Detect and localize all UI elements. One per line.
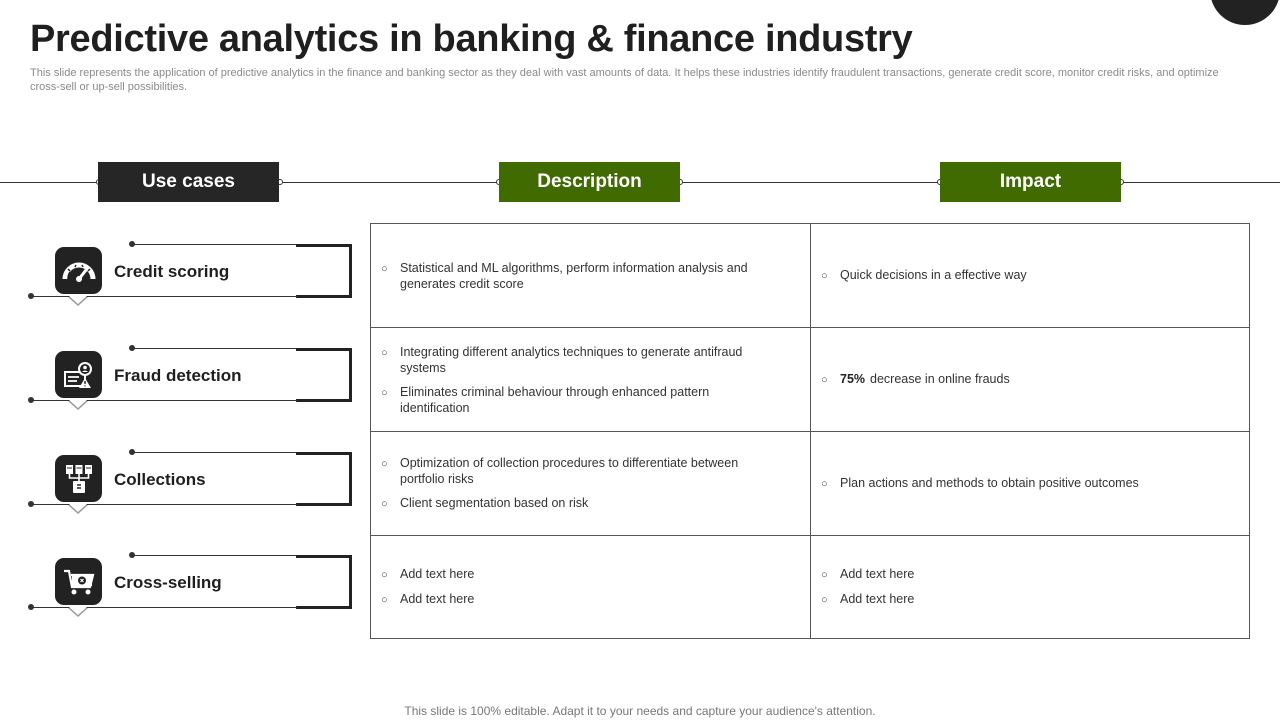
- list-item: ○ Statistical and ML algorithms, perform …: [381, 260, 770, 292]
- list-item: ○ Add text here: [381, 591, 770, 608]
- page-subtitle: This slide represents the application of…: [30, 67, 1219, 93]
- bullet-text: Plan actions and methods to obtain posit…: [840, 476, 1139, 490]
- row-divider: [371, 535, 1249, 536]
- impact-cell: ○ 75% decrease in online frauds: [811, 328, 1249, 431]
- connector-line: [132, 348, 300, 349]
- use-case-label: Cross-selling: [114, 573, 222, 592]
- bullet-text: Quick decisions in a effective way: [840, 268, 1027, 282]
- use-case-credit-scoring: Credit scoring: [28, 241, 352, 306]
- bullet-text: Integrating different analytics techniqu…: [400, 344, 743, 375]
- fraud-detection-icon: [55, 351, 102, 398]
- connector-line: [30, 400, 298, 401]
- row-divider: [371, 431, 1249, 432]
- bracket-frame: [296, 244, 352, 298]
- description-cell: ○ Optimization of collection procedures t…: [371, 432, 810, 535]
- header-use-cases: Use cases: [98, 162, 279, 202]
- impact-cell: ○ Add text here ○ Add text here: [811, 536, 1249, 638]
- bracket-frame: [296, 452, 352, 506]
- list-item: ○ Plan actions and methods to obtain posi…: [821, 475, 1209, 492]
- bracket-frame: [296, 348, 352, 402]
- pointer-triangle: [68, 296, 88, 306]
- header-description: Description: [499, 162, 680, 202]
- use-case-label: Collections: [114, 470, 206, 489]
- pointer-triangle: [68, 504, 88, 514]
- list-item: ○ Quick decisions in a effective way: [821, 267, 1209, 284]
- connector-line: [132, 244, 300, 245]
- bullet-text: Add text here: [400, 567, 475, 581]
- list-item: ○ Integrating different analytics techniq…: [381, 344, 770, 376]
- bullet-text: decrease in online frauds: [870, 372, 1010, 386]
- description-cell: ○ Integrating different analytics techniq…: [371, 328, 810, 431]
- list-item: ○ Add text here: [821, 591, 1209, 608]
- page-title: Predictive analytics in banking & financ…: [30, 18, 913, 60]
- bullet-circle-icon: ○: [381, 386, 388, 399]
- connector-dot: [28, 604, 34, 610]
- use-case-label: Credit scoring: [114, 262, 230, 281]
- bullet-text: Add text here: [840, 567, 915, 581]
- shopping-cart-icon: [55, 558, 102, 605]
- bracket-frame: [296, 555, 352, 609]
- bullet-circle-icon: ○: [821, 270, 828, 282]
- list-item: ○ Add text here: [821, 566, 1209, 583]
- corner-decoration: [1210, 0, 1280, 25]
- bullet-text: Add text here: [400, 592, 475, 606]
- bullet-circle-icon: ○: [821, 594, 828, 606]
- header-impact: Impact: [940, 162, 1121, 202]
- connector-dot: [28, 293, 34, 299]
- use-case-cross-selling: Cross-selling: [28, 552, 352, 617]
- bullet-circle-icon: ○: [381, 498, 388, 510]
- use-case-collections: Collections: [28, 449, 352, 514]
- bullet-text: Optimization of collection procedures to…: [400, 456, 739, 486]
- analytics-table: ○ Statistical and ML algorithms, perform …: [370, 223, 1250, 639]
- connector-line: [30, 296, 298, 297]
- bullet-circle-icon: ○: [381, 569, 388, 581]
- description-cell: ○ Add text here ○ Add text here: [371, 536, 810, 638]
- pointer-triangle: [68, 400, 88, 410]
- use-case-fraud-detection: Fraud detection: [28, 345, 352, 410]
- list-item: ○ Eliminates criminal behaviour through e…: [381, 384, 770, 416]
- bullet-text: Statistical and ML algorithms, perform i…: [400, 260, 748, 291]
- bullet-circle-icon: ○: [381, 346, 388, 359]
- connector-dot: [28, 397, 34, 403]
- bullet-circle-icon: ○: [381, 458, 388, 470]
- bullet-circle-icon: ○: [381, 594, 388, 606]
- collections-icon: [55, 455, 102, 502]
- pointer-triangle: [68, 607, 88, 617]
- impact-cell: ○ Quick decisions in a effective way: [811, 224, 1249, 327]
- bullet-circle-icon: ○: [821, 569, 828, 581]
- impact-cell: ○ Plan actions and methods to obtain posi…: [811, 432, 1249, 535]
- speedometer-icon: [55, 247, 102, 294]
- list-item: ○ Optimization of collection procedures t…: [381, 455, 770, 487]
- impact-stat: 75%: [840, 372, 866, 386]
- bullet-circle-icon: ○: [821, 374, 828, 386]
- list-item: ○ Add text here: [381, 566, 770, 583]
- bullet-text: Eliminates criminal behaviour through en…: [400, 384, 710, 415]
- row-divider: [371, 327, 1249, 328]
- connector-line: [132, 555, 300, 556]
- connector-line: [30, 607, 298, 608]
- connector-line: [30, 504, 298, 505]
- connector-line: [132, 452, 300, 453]
- list-item: ○ Client segmentation based on risk: [381, 495, 770, 512]
- bullet-text: Client segmentation based on risk: [400, 496, 589, 510]
- bullet-circle-icon: ○: [821, 478, 828, 490]
- bullet-circle-icon: ○: [381, 262, 388, 275]
- connector-dot: [28, 501, 34, 507]
- description-cell: ○ Statistical and ML algorithms, perform …: [371, 224, 810, 327]
- footer-note: This slide is 100% editable. Adapt it to…: [404, 704, 876, 718]
- use-case-label: Fraud detection: [114, 366, 242, 385]
- bullet-text: Add text here: [840, 592, 915, 606]
- list-item: ○ 75% decrease in online frauds: [821, 371, 1209, 388]
